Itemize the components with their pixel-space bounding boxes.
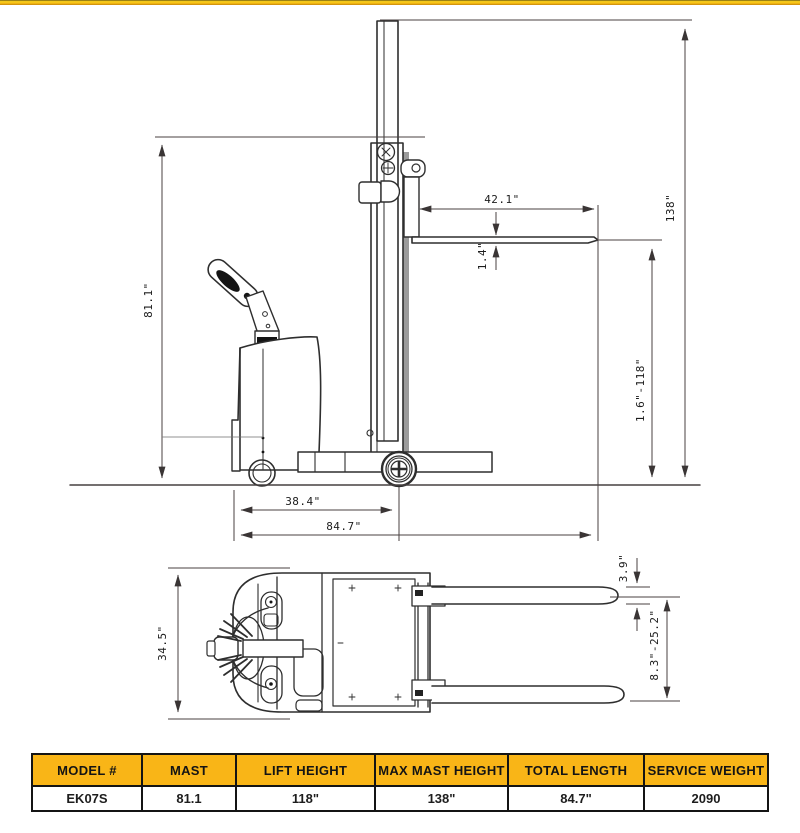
spec-header-row: MODEL # MAST LIFT HEIGHT MAX MAST HEIGHT… [31,753,769,787]
dimension-label-fork-length: 42.1" [484,193,520,206]
top-view-dimensions [168,558,680,720]
stacker-drawing-svg: 81.1" 42.1" 1.4" 138" 1.6"-118" 38.4" 84… [69,19,701,720]
spec-value-model: EK07S [31,785,143,812]
dimension-label-fork-thickness: 1.4" [476,242,489,271]
spec-value-total-length: 84.7" [507,785,645,812]
drive-wheel [380,450,418,488]
dimension-label-max-mast-height: 138" [664,194,677,223]
spec-value-max-mast-height: 138" [374,785,509,812]
chassis-body [162,336,322,472]
spec-value-lift-height: 118" [235,785,376,812]
spec-value-service-weight: 2090 [643,785,769,812]
mast [358,20,409,468]
dimension-label-overall-width: 34.5" [156,625,169,661]
dimension-label-total-length: 84.7" [326,520,362,533]
side-view-dimension-labels: 81.1" 42.1" 1.4" 138" 1.6"-118" 38.4" 84… [142,193,677,533]
spec-header-mast: MAST [141,753,237,787]
side-view-drawing [69,20,701,488]
spec-header-service-weight: SERVICE WEIGHT [643,753,769,787]
fork-side [411,236,599,244]
dimension-label-overall-height: 81.1" [142,282,155,318]
dimension-label-fork-width: 3.9" [617,554,630,583]
spec-value-mast: 81.1 [141,785,237,812]
dimension-label-wheelbase: 38.4" [285,495,321,508]
gold-top-border [0,0,800,5]
spec-header-total-length: TOTAL LENGTH [507,753,645,787]
spec-header-lift-height: LIFT HEIGHT [235,753,376,787]
side-view-dimensions [155,19,692,541]
dimension-label-fork-spread: 8.3"-25.2" [648,609,661,680]
spec-value-row: EK07S 81.1 118" 138" 84.7" 2090 [31,785,769,812]
rear-wheel [248,459,276,487]
top-view-forks [431,586,625,704]
top-view-dimension-labels: 34.5" 3.9" 8.3"-25.2" [156,554,661,681]
dimension-label-lift-range: 1.6"-118" [634,358,647,422]
top-view-drawing [206,572,625,713]
technical-drawing: 81.1" 42.1" 1.4" 138" 1.6"-118" 38.4" 84… [0,5,800,750]
spec-header-model: MODEL # [31,753,143,787]
fork-carriage [400,159,426,238]
tiller-handle [207,258,280,345]
spec-table: MODEL # MAST LIFT HEIGHT MAX MAST HEIGHT… [31,753,769,812]
top-view-tiller [206,607,304,689]
spec-header-max-mast-height: MAX MAST HEIGHT [374,753,509,787]
